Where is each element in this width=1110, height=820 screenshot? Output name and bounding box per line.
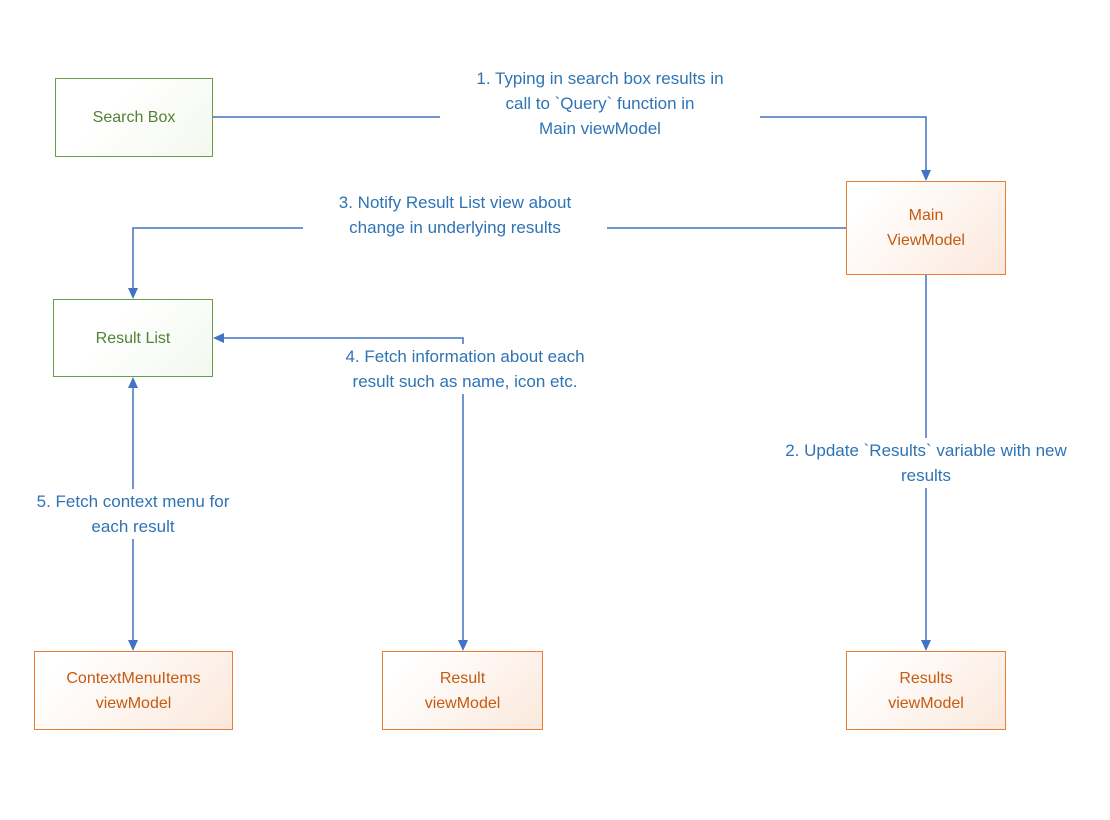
annotation-step4: 4. Fetch information about each result s… — [313, 344, 617, 394]
annotation-step2: 2. Update `Results` variable with new re… — [760, 438, 1092, 488]
arrow-step3 — [128, 227, 846, 299]
result-viewmodel-node: Result viewModel — [382, 651, 543, 730]
annotation-step3: 3. Notify Result List view about change … — [303, 190, 607, 240]
arrow-step4 — [213, 333, 468, 651]
search-box-node: Search Box — [55, 78, 213, 157]
contextmenuitems-viewmodel-node: ContextMenuItems viewModel — [34, 651, 233, 730]
result-list-node: Result List — [53, 299, 213, 377]
annotation-step5: 5. Fetch context menu for each result — [23, 489, 243, 539]
annotation-step1: 1. Typing in search box results in call … — [440, 66, 760, 141]
main-viewmodel-node: Main ViewModel — [846, 181, 1006, 275]
results-viewmodel-node: Results viewModel — [846, 651, 1006, 730]
